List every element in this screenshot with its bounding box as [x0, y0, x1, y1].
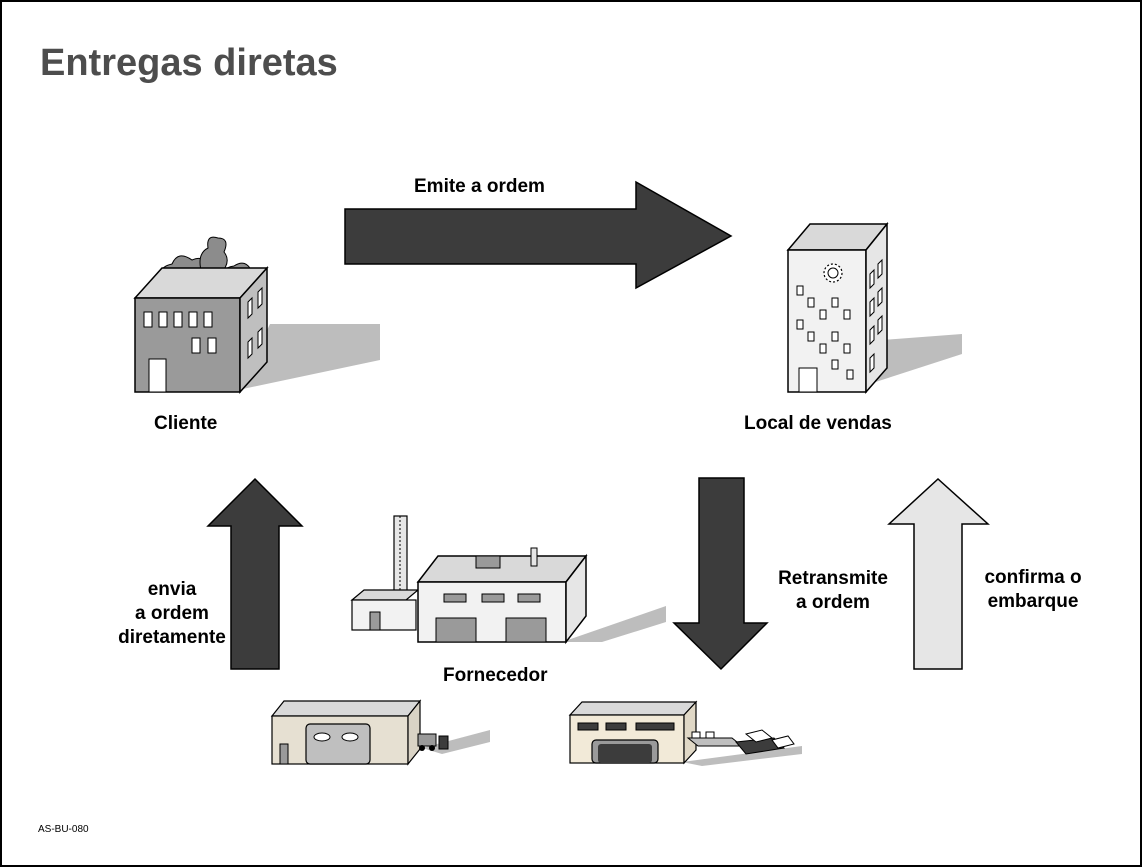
- sends-directly-line-1: envia: [147, 579, 197, 600]
- shipping-building-icon: [568, 700, 802, 766]
- supplier-factory-icon: [350, 515, 666, 645]
- emits-order-label: Emite a ordem: [414, 176, 545, 197]
- retransmits-label: Retransmite a ordem: [754, 567, 912, 615]
- retransmits-line-2: a ordem: [796, 592, 870, 613]
- confirms-line-1: confirma o: [984, 567, 1082, 588]
- slide-code: AS-BU-080: [38, 824, 89, 835]
- sends-directly-line-2: a ordem: [135, 603, 209, 624]
- arrow-retransmits: [672, 477, 769, 671]
- sales-office-label: Local de vendas: [744, 413, 892, 434]
- warehouse-icon: [270, 699, 490, 766]
- client-building-icon: [133, 236, 380, 394]
- supplier-label: Fornecedor: [443, 665, 548, 686]
- retransmits-line-1: Retransmite: [778, 568, 888, 589]
- confirms-line-2: embarque: [987, 591, 1079, 612]
- arrow-sends-directly: [206, 477, 304, 670]
- arrow-emits-order: [344, 180, 733, 290]
- sales-office-building-icon: [786, 221, 962, 394]
- sends-directly-label: envia a ordem diretamente: [116, 578, 228, 650]
- sends-directly-line-3: diretamente: [118, 627, 226, 648]
- arrow-confirms-shipment: [887, 477, 990, 670]
- slide-title: Entregas diretas: [40, 42, 338, 84]
- client-label: Cliente: [154, 413, 218, 434]
- confirms-shipment-label: confirma o embarque: [966, 566, 1100, 614]
